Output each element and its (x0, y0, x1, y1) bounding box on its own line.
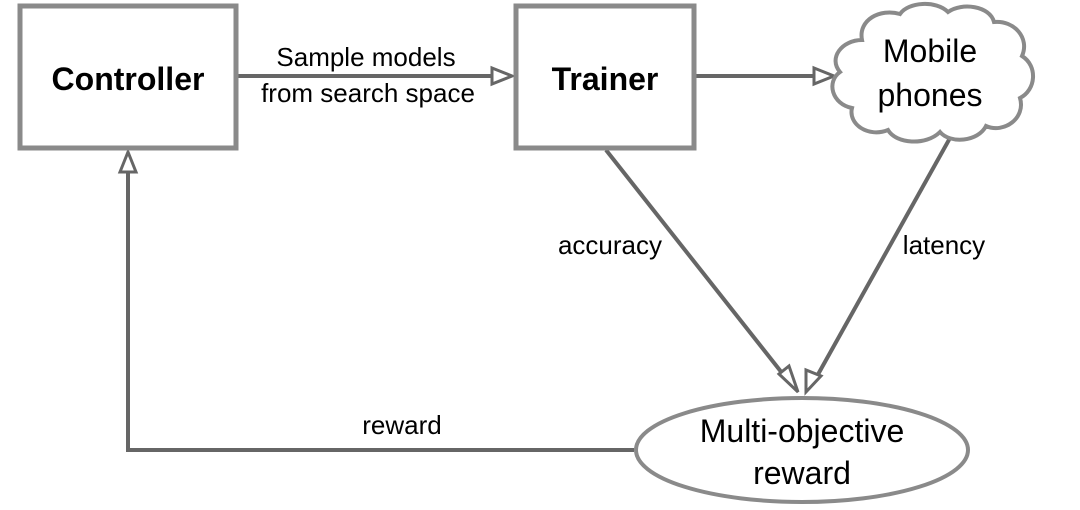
controller-box (17, 3, 239, 151)
edge-trainer-to-reward (604, 148, 800, 394)
cloud-icon (830, 2, 1035, 144)
reward-ellipse (634, 396, 970, 504)
reward-node-label-line2: reward (753, 455, 851, 491)
multi-objective-reward-node: Multi-objective reward (634, 396, 970, 504)
edge-controller-to-trainer (238, 65, 517, 87)
arrowhead-icon (812, 65, 839, 87)
mobile-phones-label-line2: phones (878, 77, 983, 113)
controller-label: Controller (52, 61, 205, 97)
arrowhead-icon (117, 147, 139, 174)
trainer-box (513, 3, 697, 151)
edge-label-reward: reward (362, 410, 441, 440)
trainer-label: Trainer (552, 61, 659, 97)
reward-node-label-line1: Multi-objective (700, 413, 905, 449)
arrowhead-icon (490, 65, 517, 87)
trainer-node: Trainer (513, 3, 697, 151)
edge-label-from-search-space: from search space (261, 78, 475, 108)
edge-label-accuracy: accuracy (558, 230, 662, 260)
edge-line (814, 137, 952, 379)
edge-phones-to-reward (804, 137, 952, 396)
edge-trainer-to-phones (696, 65, 839, 87)
mobile-phones-label-line1: Mobile (883, 33, 977, 69)
arrowhead-icon (776, 363, 800, 394)
edge-line (126, 170, 634, 452)
edge-label-sample-models: Sample models (276, 42, 455, 72)
edge-line (604, 148, 788, 380)
edge-label-latency: latency (903, 230, 985, 260)
controller-node: Controller (17, 3, 239, 151)
edge-reward-to-controller (117, 147, 634, 452)
mobile-phones-node: Mobile phones (830, 2, 1035, 144)
arrowhead-icon (804, 367, 824, 396)
